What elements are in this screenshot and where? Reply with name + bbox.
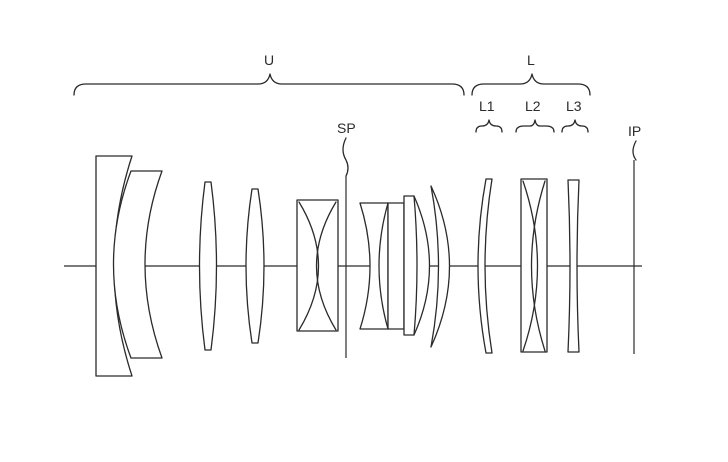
- brace-l1: [475, 119, 503, 133]
- label-l3: L3: [566, 98, 582, 114]
- lens-l1: [477, 178, 493, 354]
- lens-u5-interface: [298, 201, 320, 331]
- lens-l2-interface-b: [530, 180, 546, 352]
- lens-u4: [245, 188, 265, 344]
- leader-ip: [632, 140, 637, 161]
- brace-l2: [515, 119, 555, 133]
- lens-l3: [567, 179, 580, 353]
- lens-u9-inner: [413, 195, 418, 336]
- label-sp: SP: [337, 120, 356, 136]
- lens-u5-outline: [296, 199, 339, 332]
- lens-u2: [112, 170, 163, 359]
- lens-l2-outline: [520, 178, 548, 353]
- brace-u: [73, 73, 465, 96]
- lens-u6-interface: [315, 201, 337, 331]
- label-ip: IP: [628, 123, 641, 139]
- brace-l: [471, 73, 591, 96]
- lens-u3: [198, 181, 218, 351]
- label-u: U: [264, 52, 274, 68]
- brace-l3: [561, 119, 589, 133]
- leader-sp: [342, 137, 349, 177]
- label-l2: L2: [525, 98, 541, 114]
- lens-u10: [430, 185, 451, 348]
- lens-u8: [387, 202, 405, 330]
- label-l1: L1: [479, 98, 495, 114]
- lens-u7-inner: [378, 202, 389, 330]
- lens-l2-interface-a: [522, 180, 539, 352]
- label-l: L: [527, 52, 535, 68]
